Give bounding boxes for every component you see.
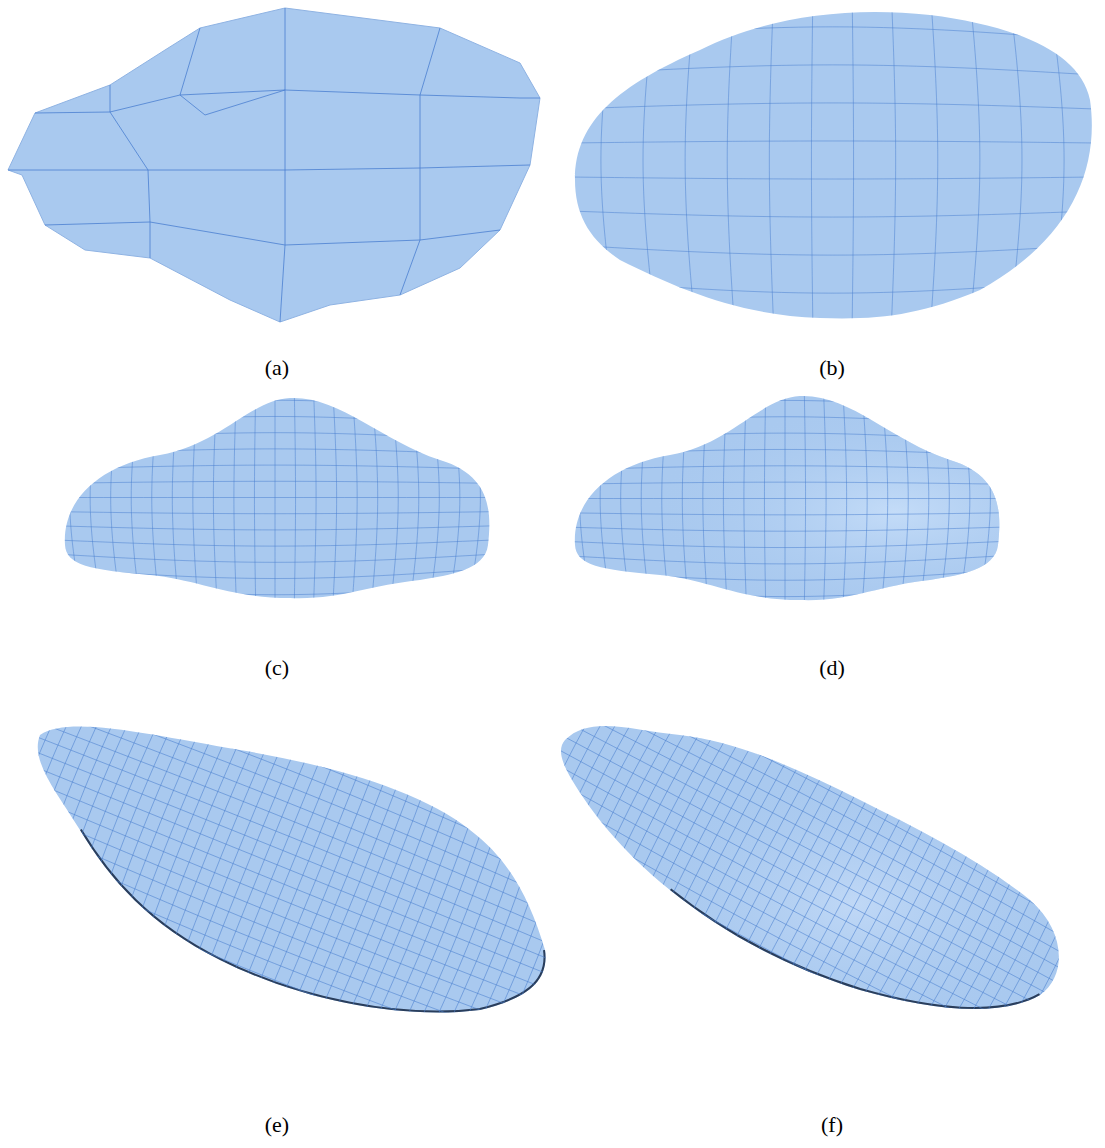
fine-mesh bbox=[445, 527, 1105, 1148]
subdivided-mesh bbox=[559, 0, 1105, 331]
panel-label: (b) bbox=[819, 355, 845, 381]
panel-label: (f) bbox=[821, 1112, 843, 1138]
panel-label: (e) bbox=[265, 1112, 289, 1138]
fine-mesh bbox=[0, 531, 684, 1148]
smooth-mesh bbox=[0, 380, 552, 620]
coarse-mesh bbox=[8, 8, 540, 322]
panel-label: (d) bbox=[819, 655, 845, 681]
panel-label: (a) bbox=[265, 355, 289, 381]
panel-label: (c) bbox=[265, 655, 289, 681]
smooth-mesh bbox=[552, 380, 1105, 620]
